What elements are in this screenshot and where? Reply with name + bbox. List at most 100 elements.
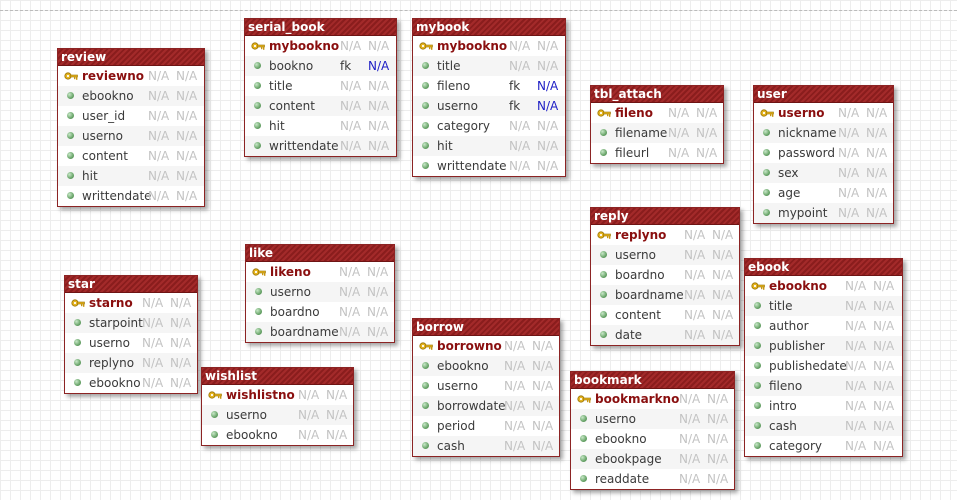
column-type: N/A bbox=[679, 412, 701, 426]
column-type: N/A bbox=[340, 119, 362, 133]
column-name: author bbox=[769, 319, 809, 333]
table-title: bookmark bbox=[571, 372, 734, 389]
column-dot-icon bbox=[754, 302, 761, 309]
column-dot-icon bbox=[74, 359, 81, 366]
column-type: N/A bbox=[340, 79, 362, 93]
column-nullable: N/A bbox=[707, 392, 729, 406]
column-dot-icon bbox=[254, 142, 261, 149]
column-name: hit bbox=[269, 119, 285, 133]
column-nullable: N/A bbox=[537, 119, 559, 133]
column-type: N/A bbox=[142, 316, 164, 330]
column-dot-icon bbox=[255, 308, 262, 315]
column-dot-icon bbox=[67, 152, 74, 159]
column-name: intro bbox=[769, 399, 797, 413]
column-nullable: N/A bbox=[176, 89, 198, 103]
column-type: N/A bbox=[148, 169, 170, 183]
primary-key-icon bbox=[597, 231, 611, 239]
column-nullable: N/A bbox=[873, 379, 895, 393]
column-type: N/A bbox=[509, 119, 531, 133]
column-type: N/A bbox=[509, 59, 531, 73]
